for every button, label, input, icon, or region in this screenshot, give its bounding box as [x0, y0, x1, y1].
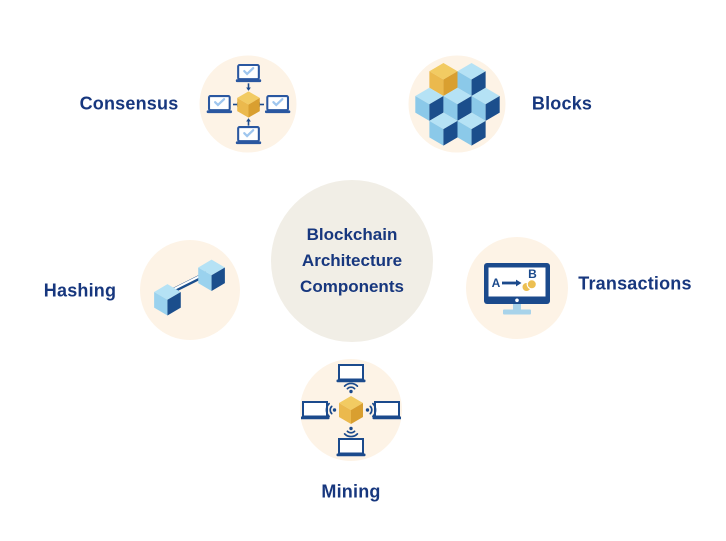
- mining-node-circle: [300, 359, 402, 461]
- wifi-down-icon: [343, 425, 359, 438]
- laptop-check-icon: [205, 94, 233, 114]
- laptop-icon: [335, 364, 367, 384]
- diagram-title: Blockchain Architecture Components: [300, 222, 404, 300]
- gold-cube-icon: [339, 396, 363, 424]
- transfer-arrow-icon: [502, 279, 522, 287]
- wifi-up-icon: [343, 382, 359, 395]
- consensus-label: Consensus: [79, 93, 179, 114]
- blocks-node-circle: [408, 55, 506, 153]
- transactions-node-circle: A B: [466, 237, 568, 339]
- arrow-down-icon: [244, 82, 252, 92]
- consensus-network-icon: [205, 63, 291, 145]
- transaction-monitor-icon: A B: [484, 263, 550, 315]
- linked-cubes-icon: [154, 259, 225, 316]
- center-circle: Blockchain Architecture Components: [271, 180, 433, 342]
- block-stack-icon: [414, 62, 500, 146]
- laptop-icon: [371, 401, 401, 421]
- mining-network-icon: [301, 364, 401, 458]
- transactions-label: Transactions: [578, 273, 692, 294]
- mining-label: Mining: [321, 481, 381, 502]
- title-line-1: Blockchain: [306, 225, 398, 244]
- hashing-node-circle: [140, 240, 240, 340]
- consensus-node-circle: [199, 55, 297, 153]
- laptop-check-icon: [263, 94, 291, 114]
- coins-icon: [521, 279, 538, 293]
- hashing-label: Hashing: [43, 280, 117, 301]
- laptop-check-icon: [234, 125, 262, 145]
- laptop-icon: [335, 438, 367, 458]
- title-line-3: Components: [300, 277, 404, 296]
- title-line-2: Architecture: [301, 251, 403, 270]
- arrow-up-icon: [244, 116, 252, 126]
- transaction-from-label: A: [492, 276, 501, 290]
- laptop-icon: [301, 401, 331, 421]
- hash-cube: [198, 259, 225, 291]
- gold-cube-icon: [236, 90, 260, 118]
- blocks-label: Blocks: [531, 93, 593, 114]
- laptop-check-icon: [234, 63, 262, 83]
- transaction-to-label: B: [528, 267, 537, 281]
